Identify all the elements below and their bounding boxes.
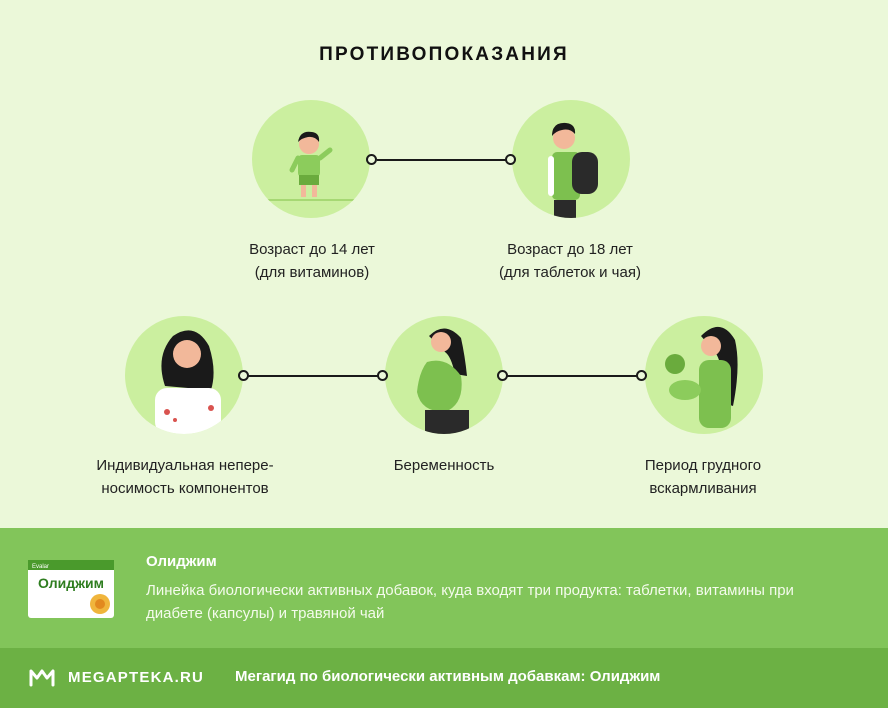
connector-dot bbox=[636, 370, 647, 381]
product-description: Линейка биологически активных добавок, к… bbox=[146, 582, 794, 622]
product-pack-image: Олиджим Evalar bbox=[28, 560, 114, 618]
pack-label: Олиджим bbox=[38, 575, 104, 591]
caption-age-14: Возраст до 14 лет (для витаминов) bbox=[210, 238, 414, 284]
caption-line: Индивидуальная непере- bbox=[96, 457, 274, 474]
caption-line: (для таблеток и чая) bbox=[499, 264, 641, 281]
pregnant-woman-icon bbox=[417, 328, 469, 434]
connector-dot bbox=[238, 370, 249, 381]
logo-text: MEGAPTEKA.RU bbox=[68, 668, 205, 686]
connector-dot bbox=[366, 154, 377, 165]
megapteka-logo-icon bbox=[29, 669, 55, 687]
breastfeeding-illustration bbox=[645, 316, 763, 434]
caption-line: Период грудного bbox=[644, 457, 762, 474]
child-illustration bbox=[252, 100, 370, 218]
caption-age-18: Возраст до 18 лет (для таблеток и чая) bbox=[460, 238, 680, 284]
caption-line: Возраст до 18 лет bbox=[507, 241, 633, 258]
connector-dot bbox=[377, 370, 388, 381]
caption-line: вскармливания bbox=[649, 480, 757, 497]
connector-line bbox=[506, 375, 642, 377]
caption-intolerance: Индивидуальная непере- носимость компоне… bbox=[60, 454, 310, 500]
footer: MEGAPTEKA.RU Мегагид по биологически акт… bbox=[0, 648, 888, 708]
connector-dot bbox=[505, 154, 516, 165]
connector-line bbox=[246, 375, 384, 377]
page-title: ПРОТИВОПОКАЗАНИЯ bbox=[319, 44, 569, 65]
child-icon bbox=[266, 131, 356, 201]
footer-caption: Мегагид по биологически активным добавка… bbox=[235, 668, 661, 685]
product-name: Олиджим bbox=[146, 553, 217, 570]
pack-brand: Evalar bbox=[32, 564, 49, 570]
caption-pregnancy: Беременность bbox=[344, 454, 544, 477]
allergy-illustration bbox=[125, 316, 243, 434]
caption-line: Беременность bbox=[393, 457, 495, 474]
allergy-woman-icon bbox=[155, 330, 221, 434]
caption-line: носимость компонентов bbox=[101, 480, 269, 497]
pregnancy-illustration bbox=[385, 316, 503, 434]
caption-line: (для витаминов) bbox=[254, 264, 370, 281]
mother-with-baby-icon bbox=[665, 326, 738, 428]
site-logo[interactable]: MEGAPTEKA.RU bbox=[28, 666, 204, 688]
product-section: Олиджим Evalar Олиджим Линейка биологиче… bbox=[0, 528, 888, 648]
connector-line bbox=[377, 159, 507, 161]
connector-dot bbox=[497, 370, 508, 381]
caption-breastfeeding: Период грудного вскармливания bbox=[600, 454, 806, 500]
caption-line: Возраст до 14 лет bbox=[249, 241, 375, 258]
teen-illustration bbox=[512, 100, 630, 218]
teen-backpack-icon bbox=[548, 122, 598, 218]
